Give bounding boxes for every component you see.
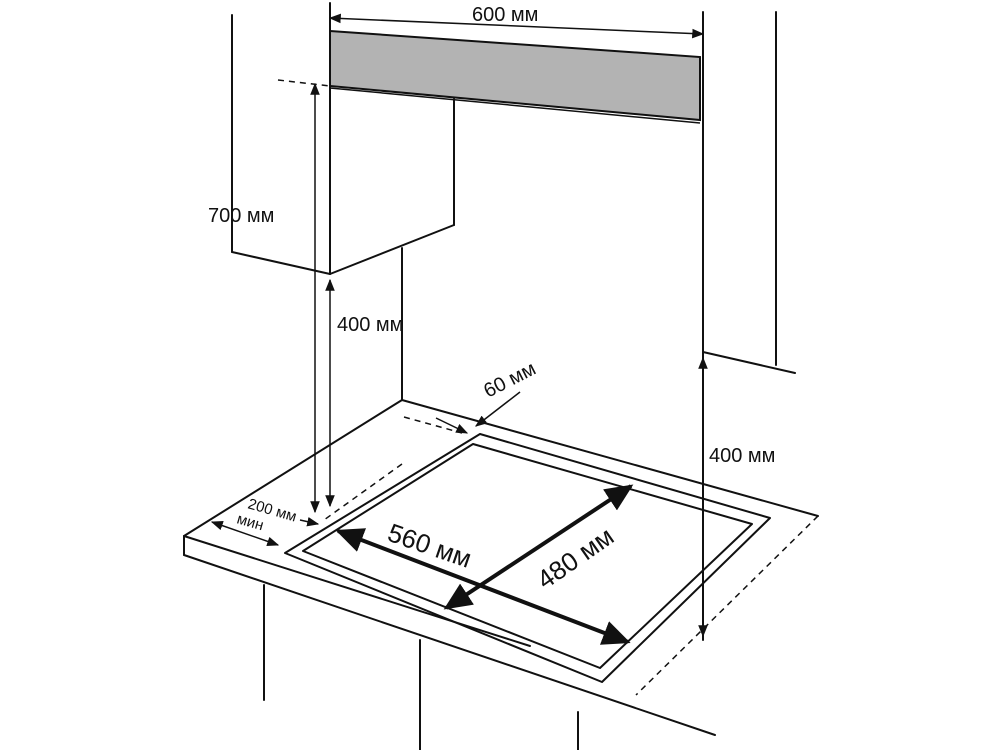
cutout-arrows (335, 484, 634, 645)
label-cabinet-clearance: 400 мм (337, 314, 403, 336)
label-side-distance-min: мин (235, 511, 266, 535)
label-back-distance: 60 мм (480, 358, 539, 403)
side-cabinet (329, 98, 455, 401)
setback-guides (323, 416, 463, 521)
dimension-lines (210, 13, 708, 638)
label-hood-width: 600 мм (472, 4, 538, 26)
label-wall-cabinet-clearance: 400 мм (709, 445, 775, 467)
label-cutout-depth: 480 мм (531, 521, 619, 595)
hob-cutout (284, 433, 771, 683)
cutout-depth-arrow (443, 484, 634, 610)
label-hood-height: 700 мм (208, 205, 274, 227)
